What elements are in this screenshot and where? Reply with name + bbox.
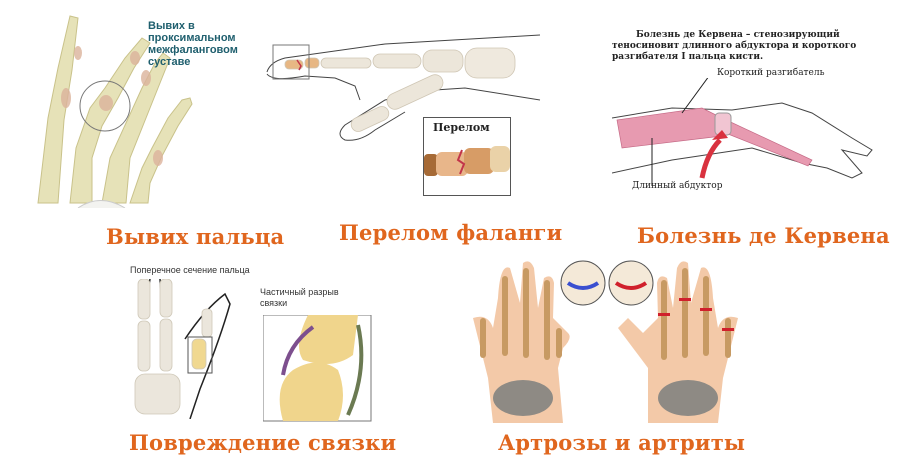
caption-de-quervain: Болезнь де Кервена	[637, 223, 890, 248]
panel-arthritis	[468, 258, 743, 423]
arthritic-joint-zoom	[608, 260, 654, 306]
label-long-abductor: Длинный абдуктор	[632, 181, 723, 191]
hand-skeleton-illustration	[134, 279, 231, 419]
fracture-inset-label: Перелом	[433, 121, 490, 134]
panel-fracture	[265, 30, 555, 200]
panel-dislocation: Вывих в проксимальном межфаланговом суст…	[30, 8, 260, 253]
caption-ligament: Повреждение связки	[129, 430, 397, 455]
caption-fracture: Перелом фаланги	[339, 220, 563, 245]
fracture-closeup	[424, 146, 510, 176]
dislocated-finger-illustration	[37, 15, 193, 208]
caption-arthritis: Артрозы и артриты	[498, 430, 746, 455]
fracture-inset: Перелом	[423, 117, 511, 196]
joint-closeup-illustration	[263, 315, 372, 422]
label-partial-tear: Частичный разрыв связки	[260, 287, 339, 308]
fractured-finger-illustration	[266, 34, 541, 141]
panel-ligament: Поперечное сечение пальца Частичный разр…	[130, 265, 380, 425]
ligament-highlight-box	[187, 336, 213, 374]
healthy-joint-zoom	[560, 260, 606, 306]
label-cross-section: Поперечное сечение пальца	[130, 265, 250, 275]
caption-dislocation: Вывих пальца	[106, 224, 285, 249]
dislocation-highlight-circle	[79, 80, 131, 132]
dislocation-annotation: Вывих в проксимальном межфаланговом суст…	[148, 20, 238, 68]
wrist-tendons-illustration	[612, 78, 873, 186]
label-short-extensor: Короткий разгибатель	[717, 68, 825, 78]
fracture-highlight-box	[272, 44, 310, 80]
panel-de-quervain: Болезнь де Кервена – стенозирующий тенос…	[612, 28, 882, 193]
hands-comparison-illustration	[473, 260, 738, 423]
de-quervain-description: Болезнь де Кервена – стенозирующий тенос…	[612, 30, 857, 62]
